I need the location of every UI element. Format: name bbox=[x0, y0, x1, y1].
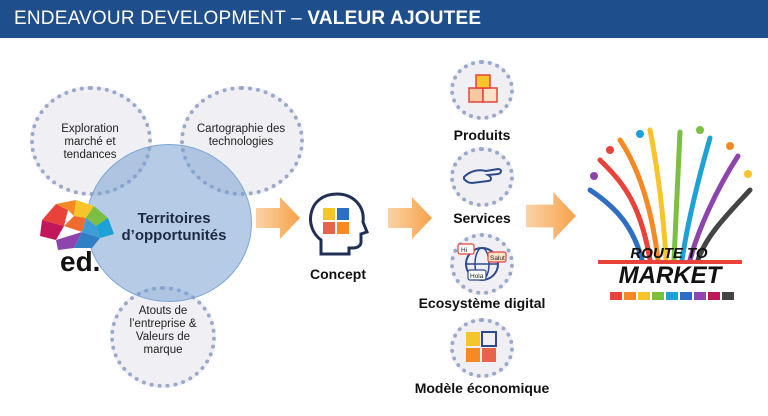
arrow-2-icon bbox=[388, 197, 432, 239]
puzzle-icon bbox=[466, 331, 497, 362]
brain-logo-icon bbox=[40, 200, 114, 250]
market-label: MARKET bbox=[618, 262, 722, 289]
produits-label: Produits bbox=[453, 127, 511, 143]
route-to-market-icon bbox=[587, 126, 753, 264]
arrow-1-icon bbox=[256, 197, 300, 239]
circle-exploration bbox=[30, 86, 152, 196]
globe-chat-icon: Hi Salut Hola bbox=[457, 243, 507, 281]
color-blocks-icon bbox=[610, 292, 734, 300]
page-title: ENDEAVOUR DEVELOPMENT – VALEUR AJOUTEE bbox=[14, 8, 482, 29]
header-bar: ENDEAVOUR DEVELOPMENT – VALEUR AJOUTEE bbox=[0, 0, 768, 38]
bubble-hola: Hola bbox=[470, 273, 484, 280]
circle-atouts-text: Atouts de l’entreprise & Valeurs de marq… bbox=[129, 305, 197, 356]
route-to-label: ROUTE TO bbox=[630, 245, 708, 262]
modele-label: Modèle économique bbox=[414, 380, 550, 396]
territoires-text: Territoires d’opportunités bbox=[121, 210, 227, 244]
concept-label: Concept bbox=[310, 266, 366, 282]
circle-exploration-text: Exploration marché et tendances bbox=[61, 123, 119, 161]
circle-modele bbox=[450, 318, 514, 378]
arrow-3-icon bbox=[526, 192, 576, 240]
logo-text: ed. bbox=[60, 246, 101, 277]
circle-ecosysteme bbox=[450, 233, 514, 295]
bubble-hi: Hi bbox=[461, 247, 467, 254]
circle-cartographie-text: Cartographie des technologies bbox=[196, 123, 286, 148]
circle-atouts bbox=[110, 286, 216, 388]
big-circle-territoires bbox=[86, 144, 252, 302]
hand-icon bbox=[463, 167, 502, 185]
ecosysteme-label: Ecosystème digital bbox=[418, 295, 546, 311]
circle-services bbox=[450, 147, 514, 207]
boxes-icon bbox=[468, 74, 498, 103]
head-puzzle-icon bbox=[309, 192, 369, 256]
bubble-salut: Salut bbox=[490, 255, 505, 262]
services-label: Services bbox=[453, 210, 511, 226]
